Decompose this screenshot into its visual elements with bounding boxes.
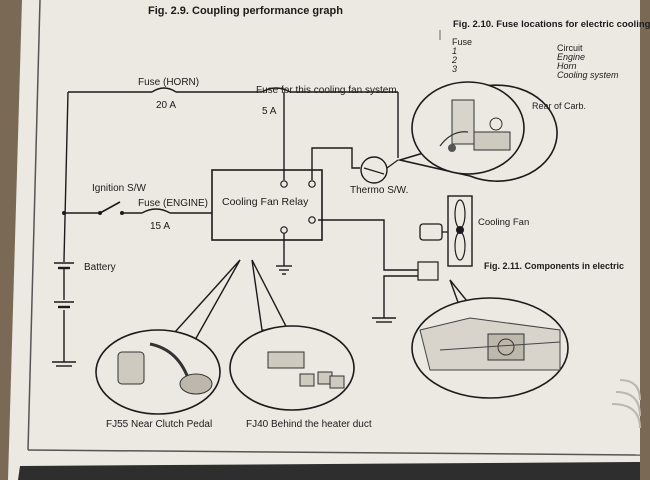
label-cooling-fan: Cooling Fan <box>478 217 530 228</box>
label-fuse-fan-rating: 5 A <box>262 106 277 117</box>
junction-dot <box>62 211 66 215</box>
label-fuse-fan: Fuse for this cooling fan system <box>256 85 397 96</box>
fuse-fan-icon <box>261 87 291 93</box>
ignition-switch-icon <box>98 201 124 215</box>
label-ignition-sw: Ignition S/W <box>92 183 146 194</box>
label-fuse-horn: Fuse (HORN) <box>138 77 200 88</box>
label-fuse-horn-rating: 20 A <box>156 100 177 111</box>
label-fj40: FJ40 Behind the heater duct <box>246 419 372 430</box>
engine-bay-callout <box>411 279 569 399</box>
next-page-strip <box>18 462 640 480</box>
caption-fig-2-10: Fig. 2.10. Fuse locations for electric c… <box>453 19 650 30</box>
label-rear-of-carb: Rear of Carb. <box>532 101 587 111</box>
wire-relay-to-thermo <box>311 147 360 180</box>
label-relay: Cooling Fan Relay <box>222 196 309 208</box>
fj55-callout <box>95 259 241 415</box>
cooling-fan-relay-box <box>211 169 323 241</box>
fuse-table-row-1-fuse: 1 <box>452 46 458 56</box>
fuse-table-row-1-circuit: Engine <box>557 52 586 62</box>
label-battery: Battery <box>84 262 116 273</box>
fuse-table-row-3-circuit: Cooling system <box>557 70 619 80</box>
wire-fan-ground <box>383 275 420 318</box>
wire-left-vertical <box>63 91 69 261</box>
cooling-fan-icon <box>417 195 473 281</box>
label-thermo-sw: Thermo S/W. <box>350 185 409 196</box>
battery-icon <box>54 262 74 310</box>
caption-fig-2-11: Fig. 2.11. Components in electric <box>484 261 625 271</box>
fuse-table-row-3-fuse: 3 <box>452 64 458 74</box>
wire-relay-to-fan <box>318 219 420 271</box>
page-border-left <box>27 0 41 451</box>
ground-icon-fan <box>372 317 396 323</box>
thermo-switch-icon <box>360 156 399 184</box>
fuse-table-row-2-circuit: Horn <box>557 61 577 71</box>
ground-icon-battery <box>52 361 76 367</box>
fj40-callout <box>229 259 355 411</box>
fuse-engine-icon <box>141 208 171 214</box>
fuse-table-row-2-fuse: 2 <box>452 55 458 65</box>
fuse-table-header-circuit: Circuit <box>557 43 583 53</box>
page-border-bottom <box>27 449 641 456</box>
caption-fig-2-9: Fig. 2.9. Coupling performance graph <box>148 5 343 17</box>
rear-of-carb-callout <box>396 81 558 182</box>
ground-icon-relay <box>276 265 292 275</box>
string-coil <box>611 379 641 429</box>
label-fj55: FJ55 Near Clutch Pedal <box>106 419 213 430</box>
fuse-table-header-fuse: Fuse <box>452 37 473 47</box>
fuse-horn-icon <box>151 87 177 93</box>
label-fuse-engine-rating: 15 A <box>150 221 171 232</box>
label-fuse-engine: Fuse (ENGINE) <box>138 198 209 209</box>
